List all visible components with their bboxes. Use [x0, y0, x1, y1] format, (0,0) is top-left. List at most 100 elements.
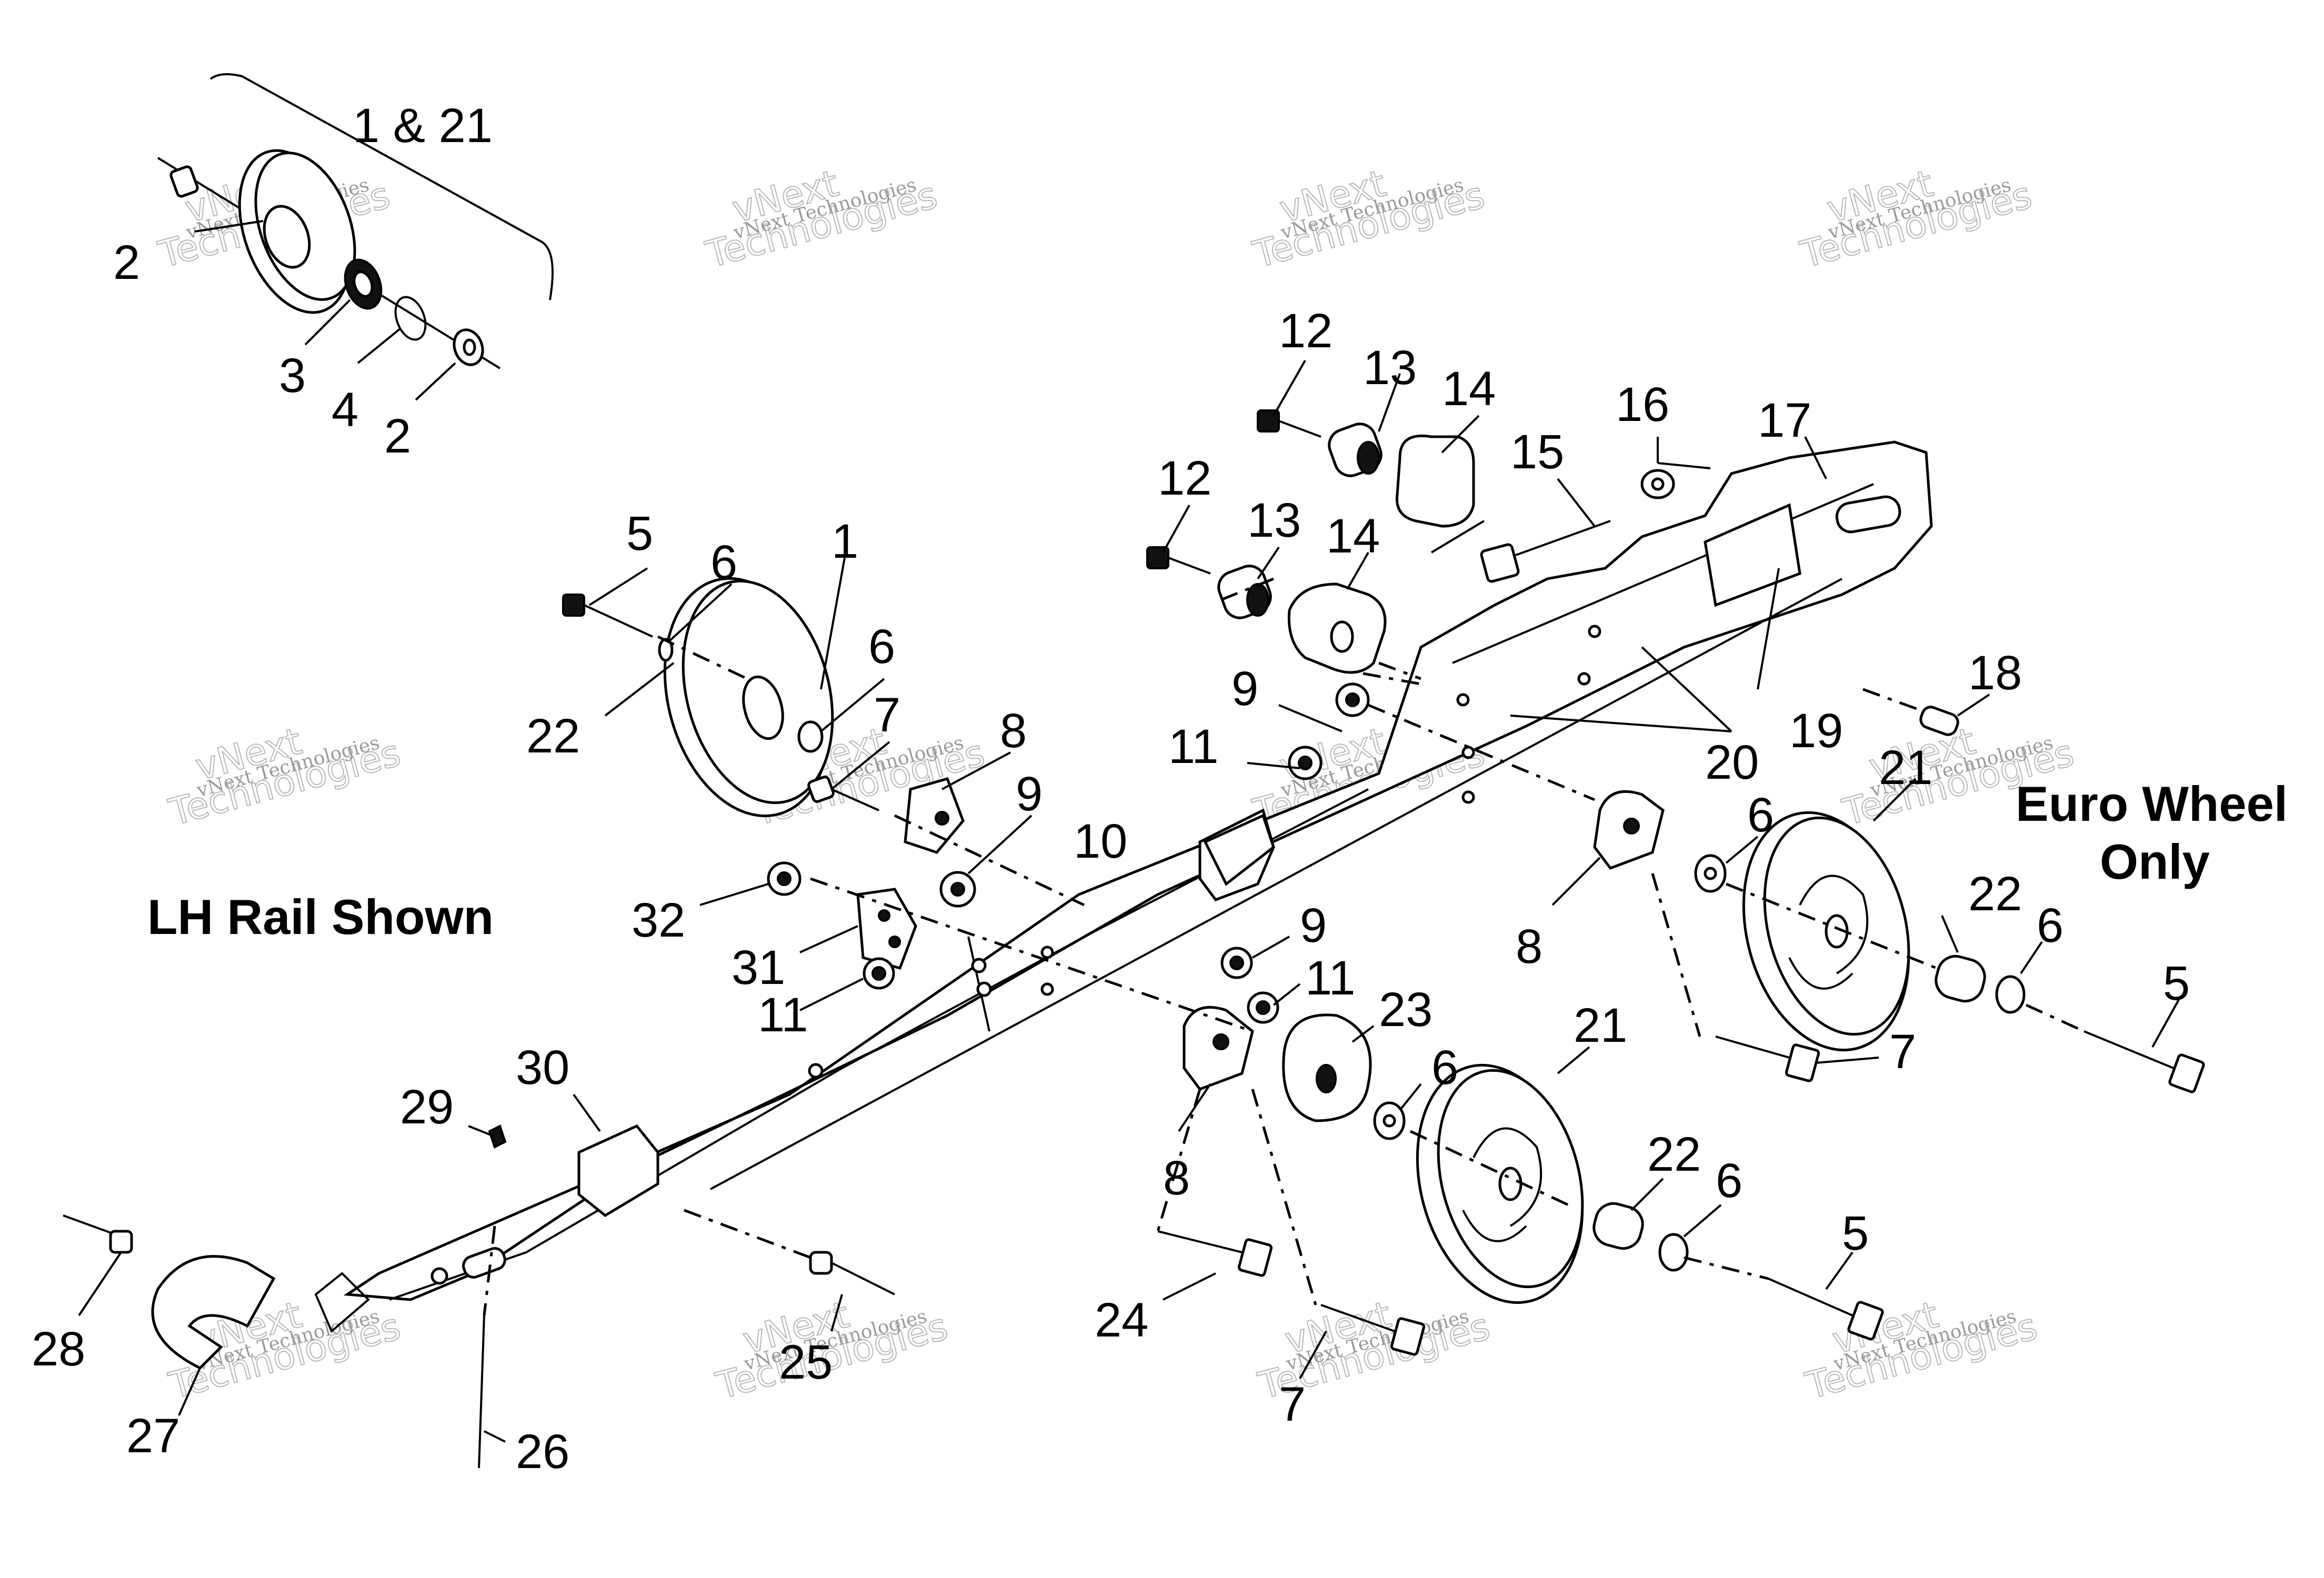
- rail-tip-icon: [151, 1255, 370, 1370]
- axis-line: [894, 814, 1085, 907]
- washer-icon: [1658, 1233, 1689, 1272]
- axle-bracket-icon: [1183, 1006, 1254, 1091]
- slider-block-icon: [577, 1124, 659, 1218]
- leader-lines: [78, 360, 2180, 1443]
- callout: 1 & 21: [353, 99, 493, 153]
- rail-side-note: LH Rail Shown: [147, 889, 494, 944]
- callout: 6: [1431, 1041, 1458, 1094]
- callout: 25: [779, 1335, 833, 1389]
- long-bolt-icon: [1480, 520, 1611, 583]
- axis-line: [810, 877, 1253, 1033]
- nut-icon: [767, 861, 802, 896]
- callout: 17: [1758, 394, 1811, 447]
- callout: 6: [710, 536, 737, 589]
- bolt-icon: [807, 776, 879, 811]
- bolt-icon: [1715, 1036, 1820, 1082]
- rivet-icon: [809, 1251, 895, 1295]
- spacer-icon: [1282, 1013, 1372, 1122]
- callout: 13: [1247, 494, 1301, 547]
- wheel-icon: [238, 149, 356, 314]
- callout: 14: [1442, 362, 1496, 416]
- callout: 13: [1363, 341, 1417, 395]
- axis-line: [1651, 873, 1701, 1037]
- euro-wheel-note-line2: Only: [2100, 834, 2210, 889]
- bolt-icon: [63, 1214, 133, 1254]
- bushing-icon: [453, 328, 484, 366]
- pin-icon: [1862, 688, 1959, 736]
- callout: 30: [516, 1041, 569, 1094]
- bushing-icon: [1328, 423, 1383, 477]
- bolt-icon: [1157, 1230, 1273, 1277]
- idler-wheel-icon: [1742, 811, 1910, 1052]
- axle-bracket-icon: [904, 777, 965, 854]
- bearing-icon: [344, 258, 383, 310]
- callout: 23: [1379, 983, 1433, 1037]
- callout: 7: [874, 688, 900, 742]
- callout: 7: [1279, 1378, 1306, 1431]
- nut-icon: [1247, 991, 1279, 1024]
- callout: 32: [632, 893, 685, 947]
- callout: 5: [2163, 957, 2190, 1010]
- snap-ring-icon: [394, 296, 427, 341]
- callout: 20: [1705, 736, 1759, 789]
- callout: 21: [1574, 999, 1627, 1052]
- callout: 8: [1000, 704, 1027, 758]
- mount-plate-icon: [856, 888, 917, 970]
- watermark: vNext Technologies vNext Technologies: [701, 161, 943, 277]
- watermark: vNext Technologies vNext Technologies: [1801, 1292, 2042, 1408]
- callout: 26: [516, 1425, 569, 1479]
- callout: 21: [1879, 741, 1932, 795]
- spacer-icon: [1935, 954, 1986, 1003]
- callout: 9: [1231, 662, 1258, 716]
- callout: 4: [332, 383, 358, 437]
- watermark: vNext Technologies vNext Technologies: [164, 719, 406, 835]
- axis-line: [1409, 1130, 1569, 1207]
- bolt-icon: [1320, 1304, 1426, 1356]
- axis-line: [1156, 1089, 1201, 1232]
- callout: 11: [1305, 951, 1356, 1005]
- callout: 6: [1716, 1154, 1742, 1208]
- rail-slot: [1835, 495, 1901, 534]
- nut-icon: [863, 957, 895, 990]
- callout: 8: [1516, 920, 1542, 973]
- callout: 3: [279, 349, 306, 403]
- axis-line: [483, 1225, 496, 1316]
- callout: 24: [1095, 1293, 1148, 1347]
- axis-line: [657, 635, 748, 680]
- axis-line: [2025, 1003, 2085, 1033]
- washer-icon: [1373, 1101, 1406, 1140]
- axis-line: [1220, 577, 1274, 601]
- idler-wheel-icon: [663, 577, 834, 818]
- watermark: vNext Technologies vNext Technologies: [1248, 161, 1490, 277]
- callout: 1: [832, 515, 858, 568]
- callout: 12: [1279, 304, 1333, 358]
- nut-icon: [1220, 947, 1253, 979]
- bracket-brace: [209, 73, 554, 300]
- bolt-icon: [1257, 409, 1321, 438]
- callout: 15: [1510, 425, 1564, 479]
- bolt-icon: [562, 594, 674, 662]
- axis-line: [1368, 703, 1595, 801]
- nut-icon: [939, 871, 976, 908]
- wheel-assembly-inset: [157, 73, 554, 401]
- watermark: vNext Technologies vNext Technologies: [1796, 161, 2037, 277]
- slider-block-icon: [1203, 813, 1275, 886]
- callout: 2: [113, 236, 140, 289]
- nut-icon: [1335, 682, 1370, 717]
- callout: 6: [2037, 899, 2063, 952]
- axis-line: [1684, 1256, 1769, 1280]
- callout: 28: [32, 1322, 85, 1376]
- callout-labels: 1 & 21 2 3 4 2 12 13 14 16 17 15 12 13 1…: [32, 99, 2190, 1479]
- axis-line: [1363, 672, 1421, 686]
- callout: 2: [384, 409, 411, 463]
- euro-wheel-note: Euro Wheel: [2016, 776, 2288, 831]
- axle-bracket-icon: [1593, 790, 1665, 870]
- callout: 9: [1016, 767, 1043, 821]
- slide-rail: [343, 440, 1933, 1301]
- nut-icon: [1288, 746, 1323, 780]
- callout: 6: [1747, 788, 1774, 842]
- washer-icon: [1694, 854, 1727, 893]
- callout: 27: [126, 1409, 180, 1463]
- callout: 19: [1789, 704, 1843, 758]
- callout: 9: [1300, 899, 1327, 952]
